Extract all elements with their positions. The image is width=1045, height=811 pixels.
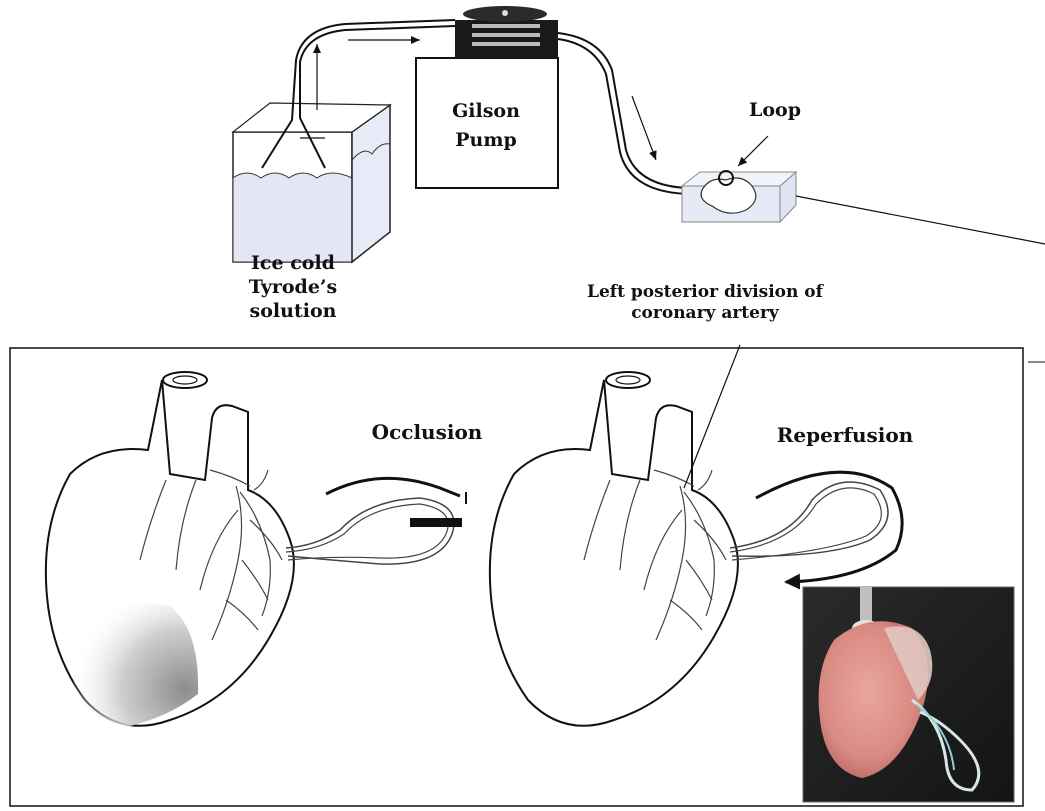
solution-label-line2: Tyrode’s	[228, 276, 358, 300]
pump-label-line1: Gilson	[426, 97, 546, 126]
occlusion-label-text: Occlusion	[372, 420, 483, 444]
artery-label-line1: Left posterior division of	[540, 282, 870, 303]
reperfusion-label: Reperfusion	[770, 423, 920, 448]
solution-box	[233, 103, 390, 262]
pump-label-line2: Pump	[426, 126, 546, 155]
loop-label: Loop	[735, 99, 815, 123]
reperfusion-label-text: Reperfusion	[777, 423, 913, 447]
occluder-bar	[410, 518, 462, 527]
occlusion-label: Occlusion	[362, 420, 492, 445]
artery-label: Left posterior division of coronary arte…	[540, 282, 870, 325]
heart-dish	[682, 136, 1045, 362]
heart-photo	[803, 587, 1014, 802]
artery-label-line2: coronary artery	[540, 303, 870, 324]
solution-label-line3: solution	[228, 300, 358, 324]
outflow-tubing	[558, 33, 722, 194]
heart-occlusion	[46, 372, 294, 726]
heart-reperfusion	[490, 372, 738, 726]
pump-label: Gilson Pump	[426, 97, 546, 156]
solution-label-line1: Ice cold	[228, 252, 358, 276]
loop-label-text: Loop	[749, 99, 801, 121]
loop-occlusion	[286, 478, 466, 564]
solution-label: Ice cold Tyrode’s solution	[228, 252, 358, 323]
